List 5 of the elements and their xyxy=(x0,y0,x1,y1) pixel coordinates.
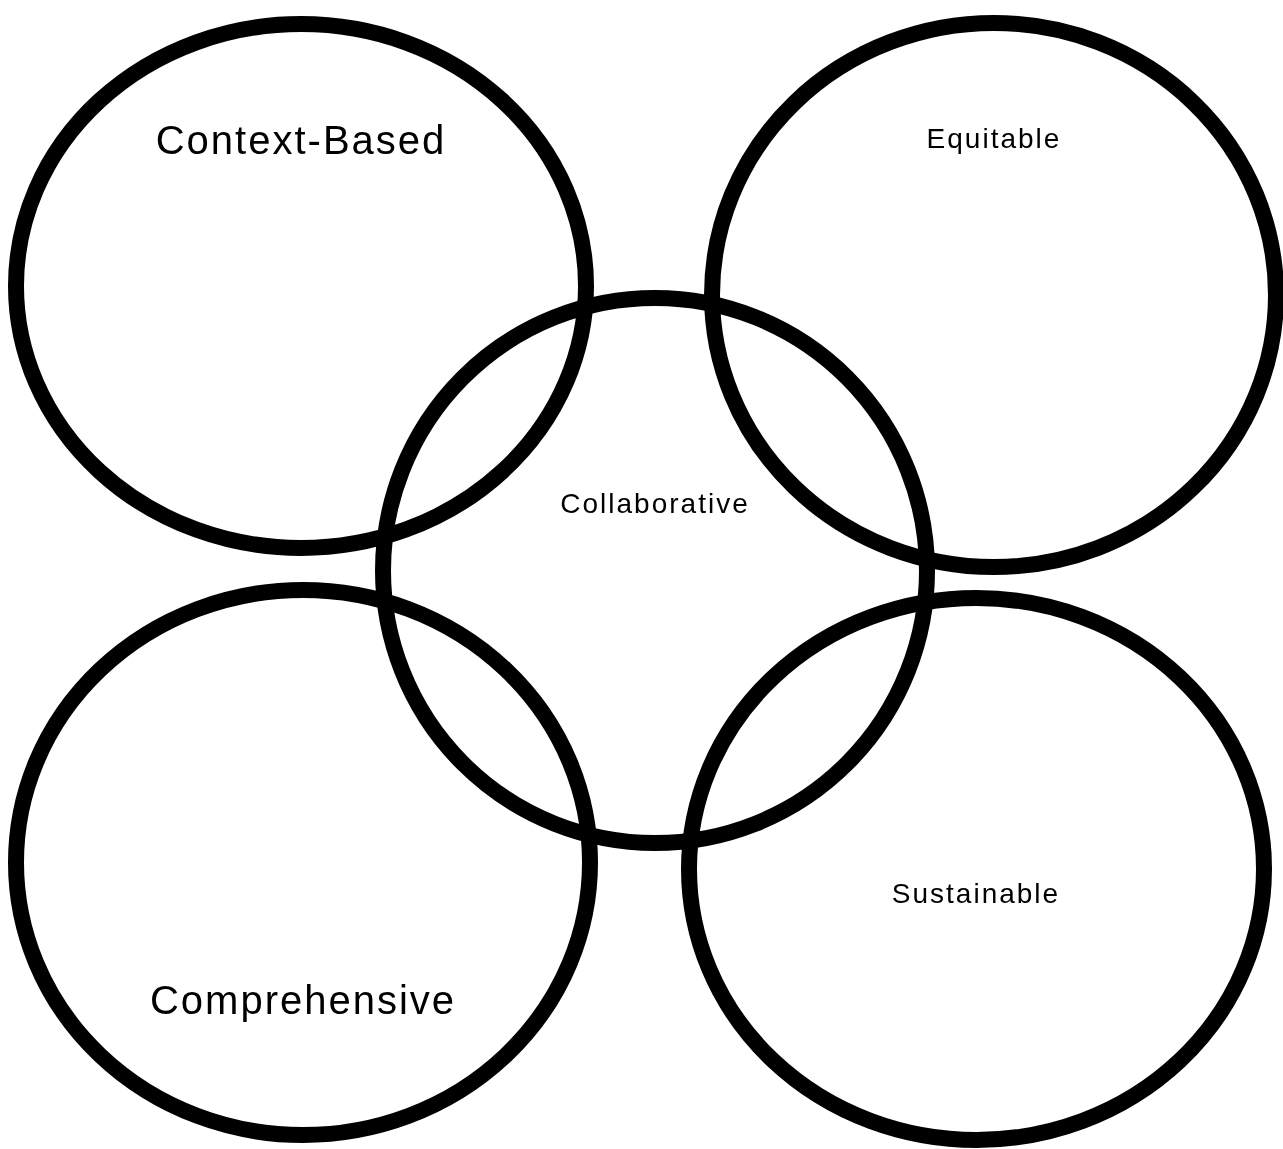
circle-label: Collaborative xyxy=(560,489,750,520)
circle-label: Comprehensive xyxy=(149,978,457,1022)
circle-label: Equitable xyxy=(926,124,1062,155)
circle-label: Sustainable xyxy=(891,879,1061,910)
circle-label: Context-Based xyxy=(155,118,447,162)
